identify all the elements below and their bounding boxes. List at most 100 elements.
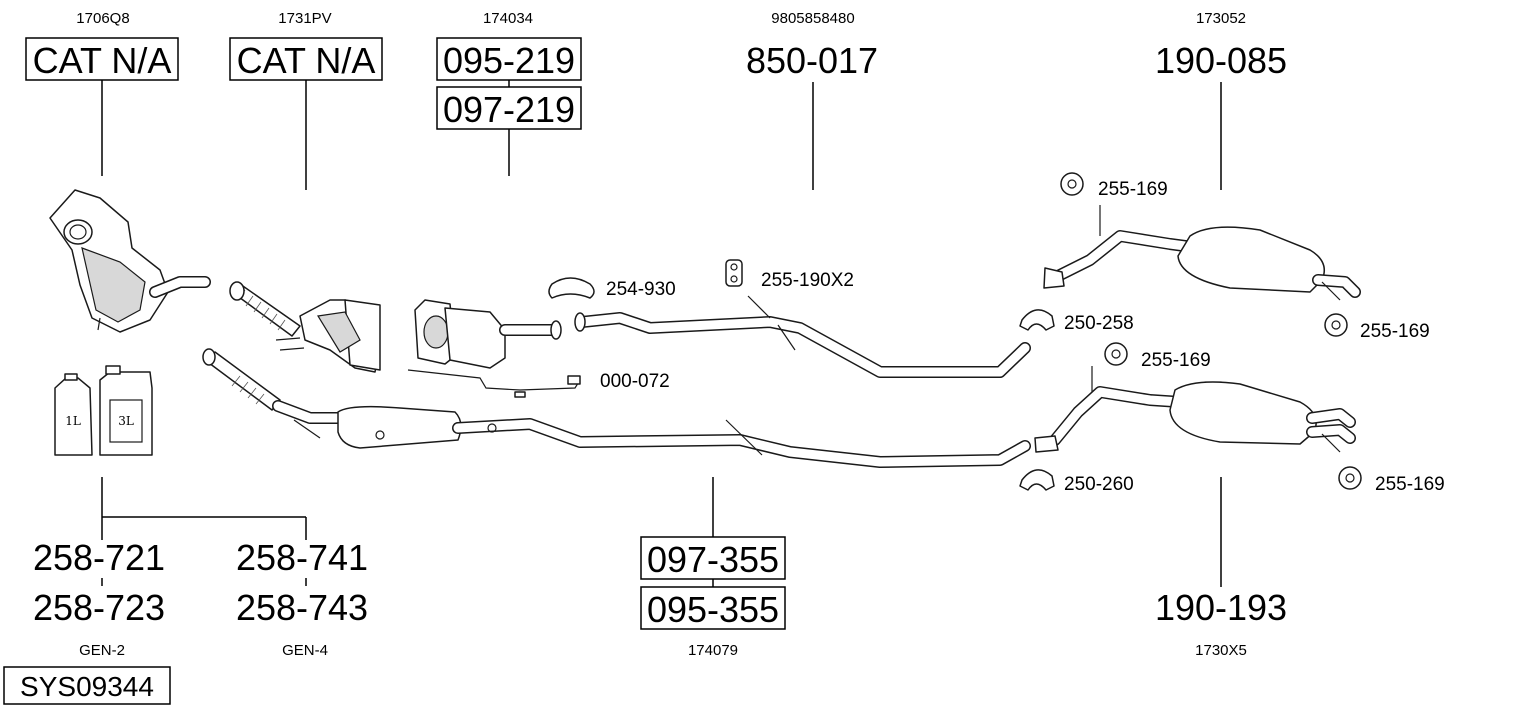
rear-bottom-code: 190-193 <box>1155 587 1287 628</box>
sensor-clip <box>514 391 526 398</box>
rear-bottom-tail-2-inner <box>1307 425 1355 443</box>
center-assembly-callout[interactable]: 097-355 095-355 174079 <box>640 477 786 659</box>
middle-pipe-code: 850-017 <box>746 40 878 81</box>
rubber-top-2[interactable]: 255-169 <box>1324 313 1430 342</box>
additive-callout[interactable]: 258-721 258-723 GEN-2 258-741 258-743 GE… <box>33 477 368 659</box>
rubber-bottom-2-code: 255-169 <box>1375 474 1445 495</box>
system-id[interactable]: SYS09344 <box>3 666 171 705</box>
front-pipe-flex <box>204 351 281 411</box>
rubber-bottom-2-body <box>1338 466 1362 490</box>
rear-bottom-callout[interactable]: 190-193 1730X5 <box>1155 477 1287 659</box>
clamp-250-258-code: 250-258 <box>1064 313 1134 334</box>
dpf-part[interactable] <box>414 299 562 369</box>
rear-top-callout[interactable]: 173052 190-085 <box>1155 10 1287 190</box>
center-pipe-inner <box>453 419 1030 467</box>
rear-bottom-tail-1-inner <box>1307 409 1355 427</box>
bottle-large-cap <box>105 365 121 375</box>
cat1-ref: 1706Q8 <box>76 10 129 27</box>
sensor-part[interactable]: 000-072 <box>407 369 670 398</box>
bottle-small-label: 1L <box>65 414 81 428</box>
center-silencer-body <box>337 405 462 449</box>
rubber-top-2-code: 255-169 <box>1360 321 1430 342</box>
clamp-254-930[interactable]: 254-930 <box>548 277 676 300</box>
rubber-top-1-hole <box>1067 179 1077 189</box>
cat2-callout[interactable]: 1731PV CAT N/A <box>229 10 383 190</box>
center-pipe-port <box>487 423 497 433</box>
rear-bottom-body <box>1169 381 1317 445</box>
rear-bottom-hook-2 <box>1321 433 1341 453</box>
rear-top-pipe-inner <box>1053 231 1205 281</box>
rear-top-hook-2 <box>1321 281 1341 301</box>
additive-gen2-code-b: 258-723 <box>33 587 165 628</box>
rear-bottom-part[interactable] <box>1034 366 1356 453</box>
center-pipe-hook <box>725 419 763 456</box>
dpf-outlet-end <box>550 320 562 340</box>
system-id-text: SYS09344 <box>20 671 154 702</box>
clamp-250-260[interactable]: 250-260 <box>1019 469 1134 495</box>
rubber-bottom-1-hole <box>1111 349 1121 359</box>
rear-top-body <box>1177 226 1325 293</box>
center-assembly-part[interactable] <box>202 348 1031 468</box>
bottle-large-panel <box>109 399 143 443</box>
clamp-250-258-body <box>1019 309 1055 331</box>
cat2-code-box <box>229 37 383 81</box>
cat1-outlet-pipe-inner <box>150 277 210 297</box>
rubber-top-2-body <box>1324 313 1348 337</box>
hanger-255-190-body <box>725 259 743 287</box>
clamp-250-258[interactable]: 250-258 <box>1019 309 1134 334</box>
middle-pipe-inner <box>577 313 1030 377</box>
cat1-callout[interactable]: 1706Q8 CAT N/A <box>25 10 179 176</box>
center-assembly-code-b: 095-355 <box>647 589 779 630</box>
front-pipe-stud <box>293 419 321 439</box>
middle-pipe-end <box>574 312 586 332</box>
clamp-254-930-code: 254-930 <box>606 279 676 300</box>
rear-top-inlet <box>1043 267 1065 289</box>
center-silencer-port <box>375 430 385 440</box>
rubber-bottom-1-code: 255-169 <box>1141 350 1211 371</box>
additive-bottles[interactable]: 1L 3L <box>54 365 153 456</box>
rear-top-part[interactable] <box>1043 205 1361 301</box>
system-id-box <box>3 666 171 705</box>
rubber-top-1[interactable]: 255-169 <box>1060 172 1168 200</box>
rubber-bottom-2[interactable]: 255-169 <box>1338 466 1445 495</box>
front-pipe-link-inner <box>273 401 345 423</box>
cat1-part[interactable] <box>49 189 211 333</box>
hanger-255-190[interactable]: 255-190X2 <box>725 259 854 291</box>
cat1-code-box <box>25 37 179 81</box>
clamp-250-260-body <box>1019 469 1055 491</box>
rubber-bottom-1[interactable]: 255-169 <box>1104 342 1211 371</box>
sensor-code: 000-072 <box>600 371 670 392</box>
dpf-code-b: 097-219 <box>443 89 575 130</box>
cat1-code: CAT N/A <box>33 40 172 81</box>
hanger-hole-2 <box>730 275 738 283</box>
additive-gen4-name: GEN-4 <box>282 642 328 659</box>
cat2-part[interactable] <box>229 281 381 373</box>
middle-pipe-ref: 9805858480 <box>771 10 854 27</box>
additive-gen2-code-a: 258-721 <box>33 537 165 578</box>
bottle-large-label: 3L <box>118 414 134 428</box>
dpf-code-a-box <box>436 37 582 81</box>
additive-gen4-code-a: 258-741 <box>236 537 368 578</box>
rubber-bottom-2-hole <box>1345 473 1355 483</box>
rubber-top-1-code: 255-169 <box>1098 179 1168 200</box>
cat2-flex-end <box>229 281 245 301</box>
additive-gen4-code-b: 258-743 <box>236 587 368 628</box>
dpf-inlet <box>423 315 449 349</box>
cat1-shade <box>81 247 146 323</box>
middle-pipe-part[interactable] <box>574 295 1031 378</box>
dpf-code-a: 095-219 <box>443 40 575 81</box>
rear-bottom-ref: 1730X5 <box>1195 642 1247 659</box>
dpf-body <box>444 307 506 369</box>
middle-pipe-callout[interactable]: 9805858480 850-017 <box>746 10 878 190</box>
center-assembly-code-a: 097-355 <box>647 539 779 580</box>
cat1-bracket <box>97 317 101 331</box>
sensor-wire <box>407 369 581 391</box>
center-assembly-code-b-box <box>640 586 786 630</box>
sensor-head <box>567 375 581 385</box>
front-pipe-mesh <box>231 375 265 405</box>
middle-pipe-hook-2 <box>777 324 796 351</box>
cat2-code: CAT N/A <box>237 40 376 81</box>
rubber-top-2-hole <box>1331 320 1341 330</box>
dpf-callout[interactable]: 174034 095-219 097-219 <box>436 10 582 176</box>
